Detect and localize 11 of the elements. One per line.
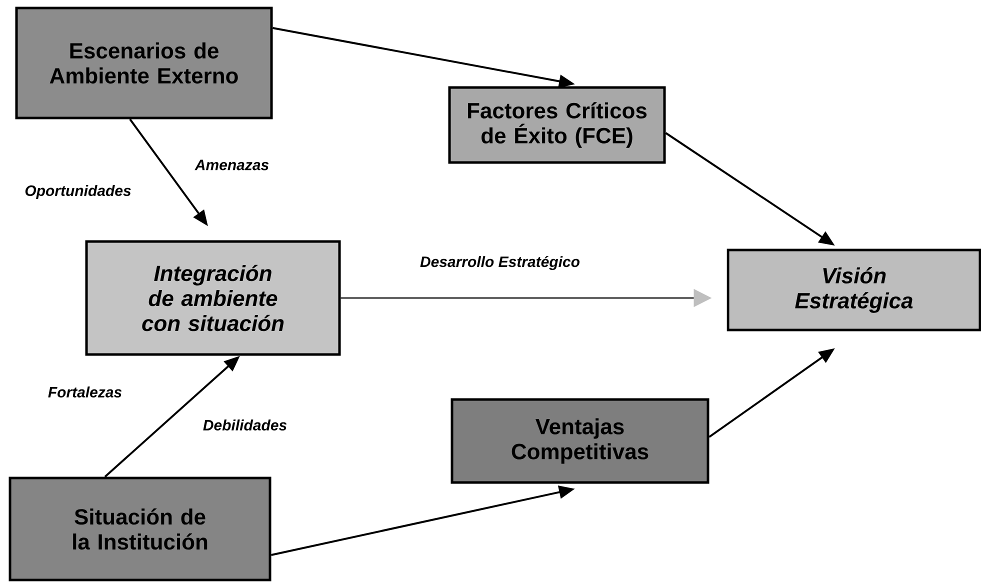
process-box: Visión Estratégica bbox=[726, 248, 981, 332]
process-box: Ventajas Competitivas bbox=[450, 398, 710, 484]
label-text: Fortalezas bbox=[48, 386, 122, 398]
process-box: Situación de la Institución bbox=[8, 476, 272, 582]
edge-label: Desarrollo Estratégico bbox=[418, 254, 582, 272]
process-box: Escenarios de Ambiente Externo bbox=[15, 6, 273, 120]
process-box: Factores Críticos de Éxito (FCE) bbox=[448, 86, 666, 164]
label-text: Debilidades bbox=[203, 419, 287, 430]
process-box: Integración de ambiente con situación bbox=[85, 240, 341, 356]
label-text: Oportunidades bbox=[25, 185, 131, 199]
label-text: Amenazas bbox=[194, 160, 269, 170]
